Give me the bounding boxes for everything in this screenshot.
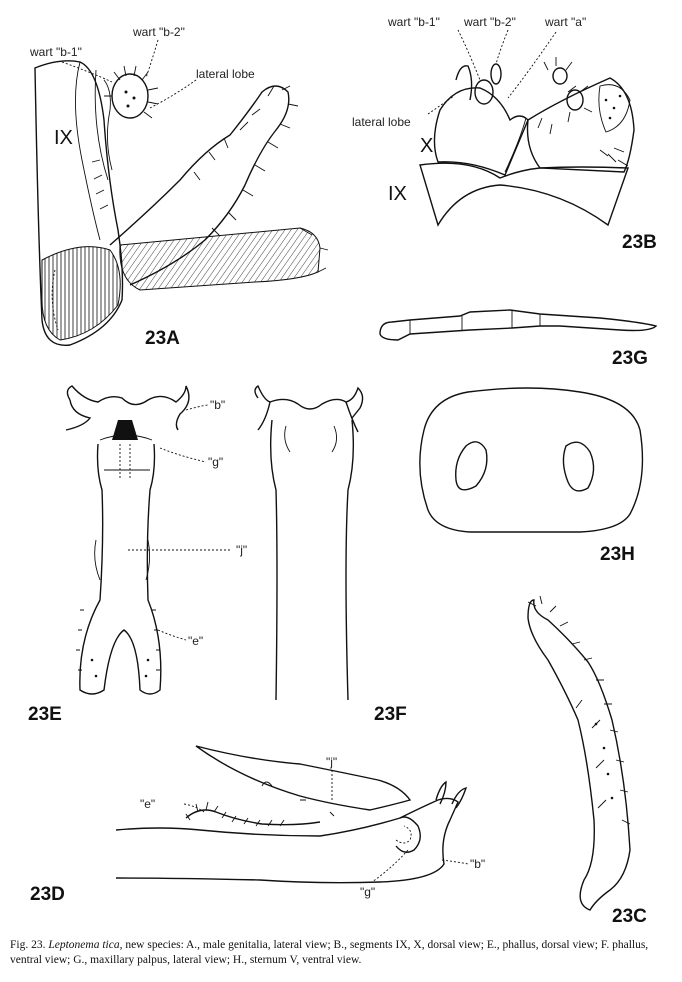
panel-label-23b: 23B [622, 232, 657, 253]
label-d-g: "g" [360, 885, 375, 899]
panel-23a-drawing [34, 39, 329, 346]
label-b-lateral-lobe: lateral lobe [352, 115, 411, 129]
caption-prefix: Fig. 23. [10, 939, 46, 951]
caption-text: new species: A., male genitalia, lateral… [10, 939, 649, 966]
label-e-e: "e" [188, 634, 203, 648]
label-b-segment-x: X [420, 135, 433, 157]
label-d-e: "e" [140, 797, 155, 811]
panel-label-23g: 23G [612, 348, 648, 369]
label-a-wart-b1: wart "b-1" [29, 45, 82, 59]
figure-plate: wart "b-1" wart "b-2" lateral lobe IX 23… [28, 15, 658, 927]
label-b-wart-b2: wart "b-2" [463, 15, 516, 29]
label-e-g: "g" [208, 455, 223, 469]
label-b-segment-ix: IX [388, 183, 407, 205]
label-a-segment-ix: IX [54, 127, 73, 149]
label-b-wart-b1: wart "b-1" [387, 15, 440, 29]
figure-caption: Fig. 23. Leptonema tica, new species: A.… [10, 938, 674, 968]
caption-species: Leptonema tica, [48, 939, 123, 951]
label-e-b: "b" [210, 398, 225, 412]
label-a-lateral-lobe: lateral lobe [196, 67, 255, 81]
label-e-j: "j" [236, 543, 247, 557]
panel-23f-drawing [254, 384, 364, 701]
label-d-j: "j" [326, 755, 337, 769]
panel-23e-drawing [65, 385, 232, 695]
panel-label-23f: 23F [374, 704, 407, 725]
panel-label-23d: 23D [30, 884, 65, 905]
label-b-wart-a: wart "a" [544, 15, 586, 29]
panel-label-23a: 23A [145, 328, 180, 349]
panel-23h-drawing [419, 387, 644, 533]
panel-23c-drawing [527, 595, 631, 911]
panel-label-23e: 23E [28, 704, 62, 725]
panel-23g-drawing [379, 309, 658, 341]
label-a-wart-b2: wart "b-2" [132, 25, 185, 39]
label-d-b: "b" [470, 857, 485, 871]
panel-label-23c: 23C [612, 906, 647, 927]
panel-label-23h: 23H [600, 544, 635, 565]
panel-23d-drawing [115, 745, 469, 884]
panel-23b-drawing [419, 29, 635, 227]
